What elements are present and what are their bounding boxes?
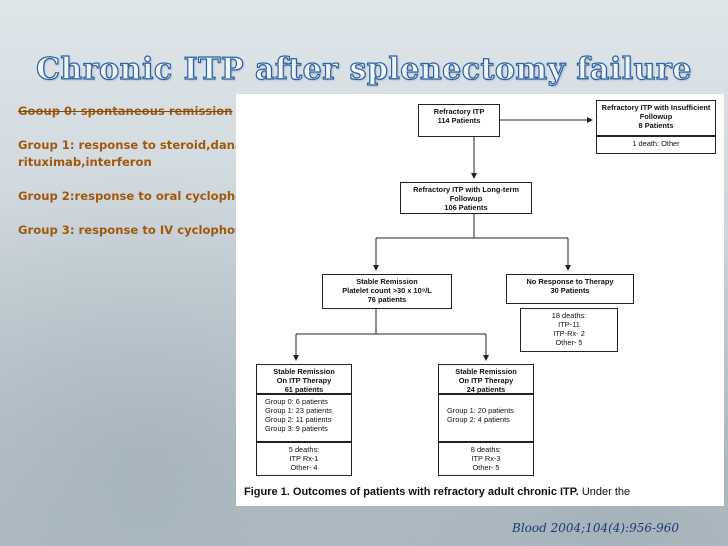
refractory-count: 114 Patients (437, 116, 481, 125)
box-off-therapy-groups: Group 1: 20 patients Group 2: 4 patients (438, 394, 534, 442)
longterm-count: 106 Patients (444, 203, 488, 212)
box-no-response: No Response to Therapy 30 Patients (506, 274, 634, 304)
noresponse-count: 30 Patients (550, 286, 590, 295)
caption-bold: Outcomes of patients with refractory adu… (292, 486, 579, 498)
off-therapy-deaths-l2: ITP Rx-3 (471, 454, 501, 463)
flowchart-figure: Refractory ITP 114 Patients Refractory I… (236, 94, 724, 506)
stable-count: 76 patients (367, 295, 407, 304)
figure-caption: Figure 1. Outcomes of patients with refr… (244, 486, 722, 498)
caption-rest: Under the (581, 486, 631, 498)
refractory-title: Refractory ITP (433, 107, 485, 116)
group0-text: Gooup 0: spontaneous remission (18, 104, 233, 118)
on-therapy-l1: Stable Remission (273, 367, 335, 376)
off-therapy-deaths-l1: 8 deaths: (470, 445, 502, 454)
box-insufficient-deaths: 1 death: Other (596, 136, 716, 154)
box-off-therapy-deaths: 8 deaths: ITP Rx-3 Other- 5 (438, 442, 534, 476)
off-therapy-g2: Group 2: 4 patients (447, 415, 510, 424)
box-stable-remission: Stable Remission Platelet count >30 x 10… (322, 274, 452, 309)
citation: Blood 2004;104(4):956-960 (512, 521, 679, 535)
off-therapy-deaths-l3: Other- 5 (472, 463, 500, 472)
noresponse-deaths-l1: 18 deaths: (551, 311, 587, 320)
insufficient-title: Refractory ITP with Insufficient Followu… (601, 103, 711, 121)
on-therapy-l3: 61 patients (284, 385, 324, 394)
on-therapy-deaths-l3: Other- 4 (290, 463, 318, 472)
insufficient-deaths-text: 1 death: Other (632, 139, 680, 148)
box-on-therapy-groups: Group 0: 6 patients Group 1: 23 patients… (256, 394, 352, 442)
off-therapy-l1: Stable Remission (455, 367, 517, 376)
on-therapy-g3: Group 3: 9 patients (265, 424, 328, 433)
box-noresponse-deaths: 18 deaths: ITP-11 ITP-Rx- 2 Other- 5 (520, 308, 618, 352)
on-therapy-g2: Group 2: 11 patients (265, 415, 332, 424)
noresponse-deaths-l3: ITP-Rx- 2 (553, 329, 585, 338)
on-therapy-deaths-l1: 5 deaths: (288, 445, 320, 454)
flowchart-connectors (293, 117, 593, 361)
noresponse-title: No Response to Therapy (526, 277, 614, 286)
box-longterm-followup: Refractory ITP with Long-term Followup 1… (400, 182, 532, 214)
box-off-therapy-header: Stable Remission On ITP Therapy 24 patie… (438, 364, 534, 394)
noresponse-deaths-l2: ITP-11 (558, 320, 580, 329)
off-therapy-l3: 24 patients (466, 385, 506, 394)
box-insufficient-followup: Refractory ITP with Insufficient Followu… (596, 100, 716, 136)
on-therapy-deaths-l2: ITP Rx-1 (289, 454, 319, 463)
caption-label: Figure 1. (244, 486, 290, 498)
box-refractory-itp: Refractory ITP 114 Patients (418, 104, 500, 137)
on-therapy-g1: Group 1: 23 patients (265, 406, 332, 415)
stable-platelet: Platelet count >30 x 10⁹/L (342, 286, 432, 295)
on-therapy-l2: On ITP Therapy (276, 376, 332, 385)
box-on-therapy-deaths: 5 deaths: ITP Rx-1 Other- 4 (256, 442, 352, 476)
box-on-therapy-header: Stable Remission On ITP Therapy 61 patie… (256, 364, 352, 394)
slide-title: Chronic ITP after splenectomy failure (36, 51, 692, 87)
longterm-title: Refractory ITP with Long-term Followup (413, 185, 519, 203)
stable-title: Stable Remission (356, 277, 418, 286)
noresponse-deaths-l4: Other- 5 (555, 338, 583, 347)
on-therapy-g0: Group 0: 6 patients (265, 397, 328, 406)
insufficient-count: 8 Patients (638, 121, 674, 130)
off-therapy-g1: Group 1: 20 patients (447, 406, 514, 415)
off-therapy-l2: On ITP Therapy (458, 376, 514, 385)
